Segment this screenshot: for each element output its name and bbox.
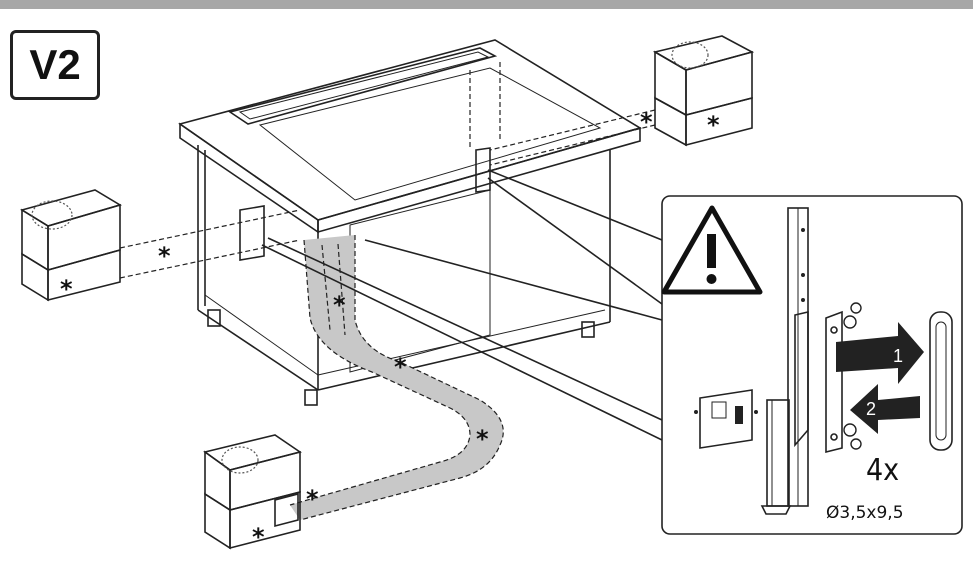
marker-duct-middle: * [394,353,407,381]
variant-badge: V2 [10,30,100,100]
screw-size: Ø3,5x9,5 [826,503,904,523]
bracket-with-screws [825,302,953,454]
marker-left-duct: * [158,242,171,270]
filter-box-left [20,189,301,302]
connector-plate [694,389,758,449]
detail-callout: 1 2 4x Ø3,5x9,5 [661,195,963,535]
callout-leaders [261,169,663,441]
marker-right-box: * [707,111,720,139]
warning-triangle-icon [661,205,763,295]
screw-icon [843,302,862,450]
arrow-step-2: 2 [850,384,920,434]
arrow-step-1: 1 [836,322,924,384]
kitchen-cabinet [178,39,642,406]
marker-left-box: * [60,275,73,303]
marker-duct-end: * [306,485,319,513]
duct-path [239,147,504,521]
filter-box-top-right [489,35,755,166]
marker-duct-upper: * [333,291,346,319]
filter-box-bottom [203,434,302,550]
screw-quantity: 4x [866,453,899,488]
marker-right-duct: * [640,108,653,136]
asterisk-markers: * * * * * * * * * [60,108,720,551]
marker-duct-bend: * [476,425,489,453]
mounting-rail [760,207,809,515]
svg-text:1: 1 [893,346,903,366]
marker-bottom-box: * [252,523,265,551]
top-divider-bar [0,0,973,9]
svg-text:2: 2 [866,399,876,419]
